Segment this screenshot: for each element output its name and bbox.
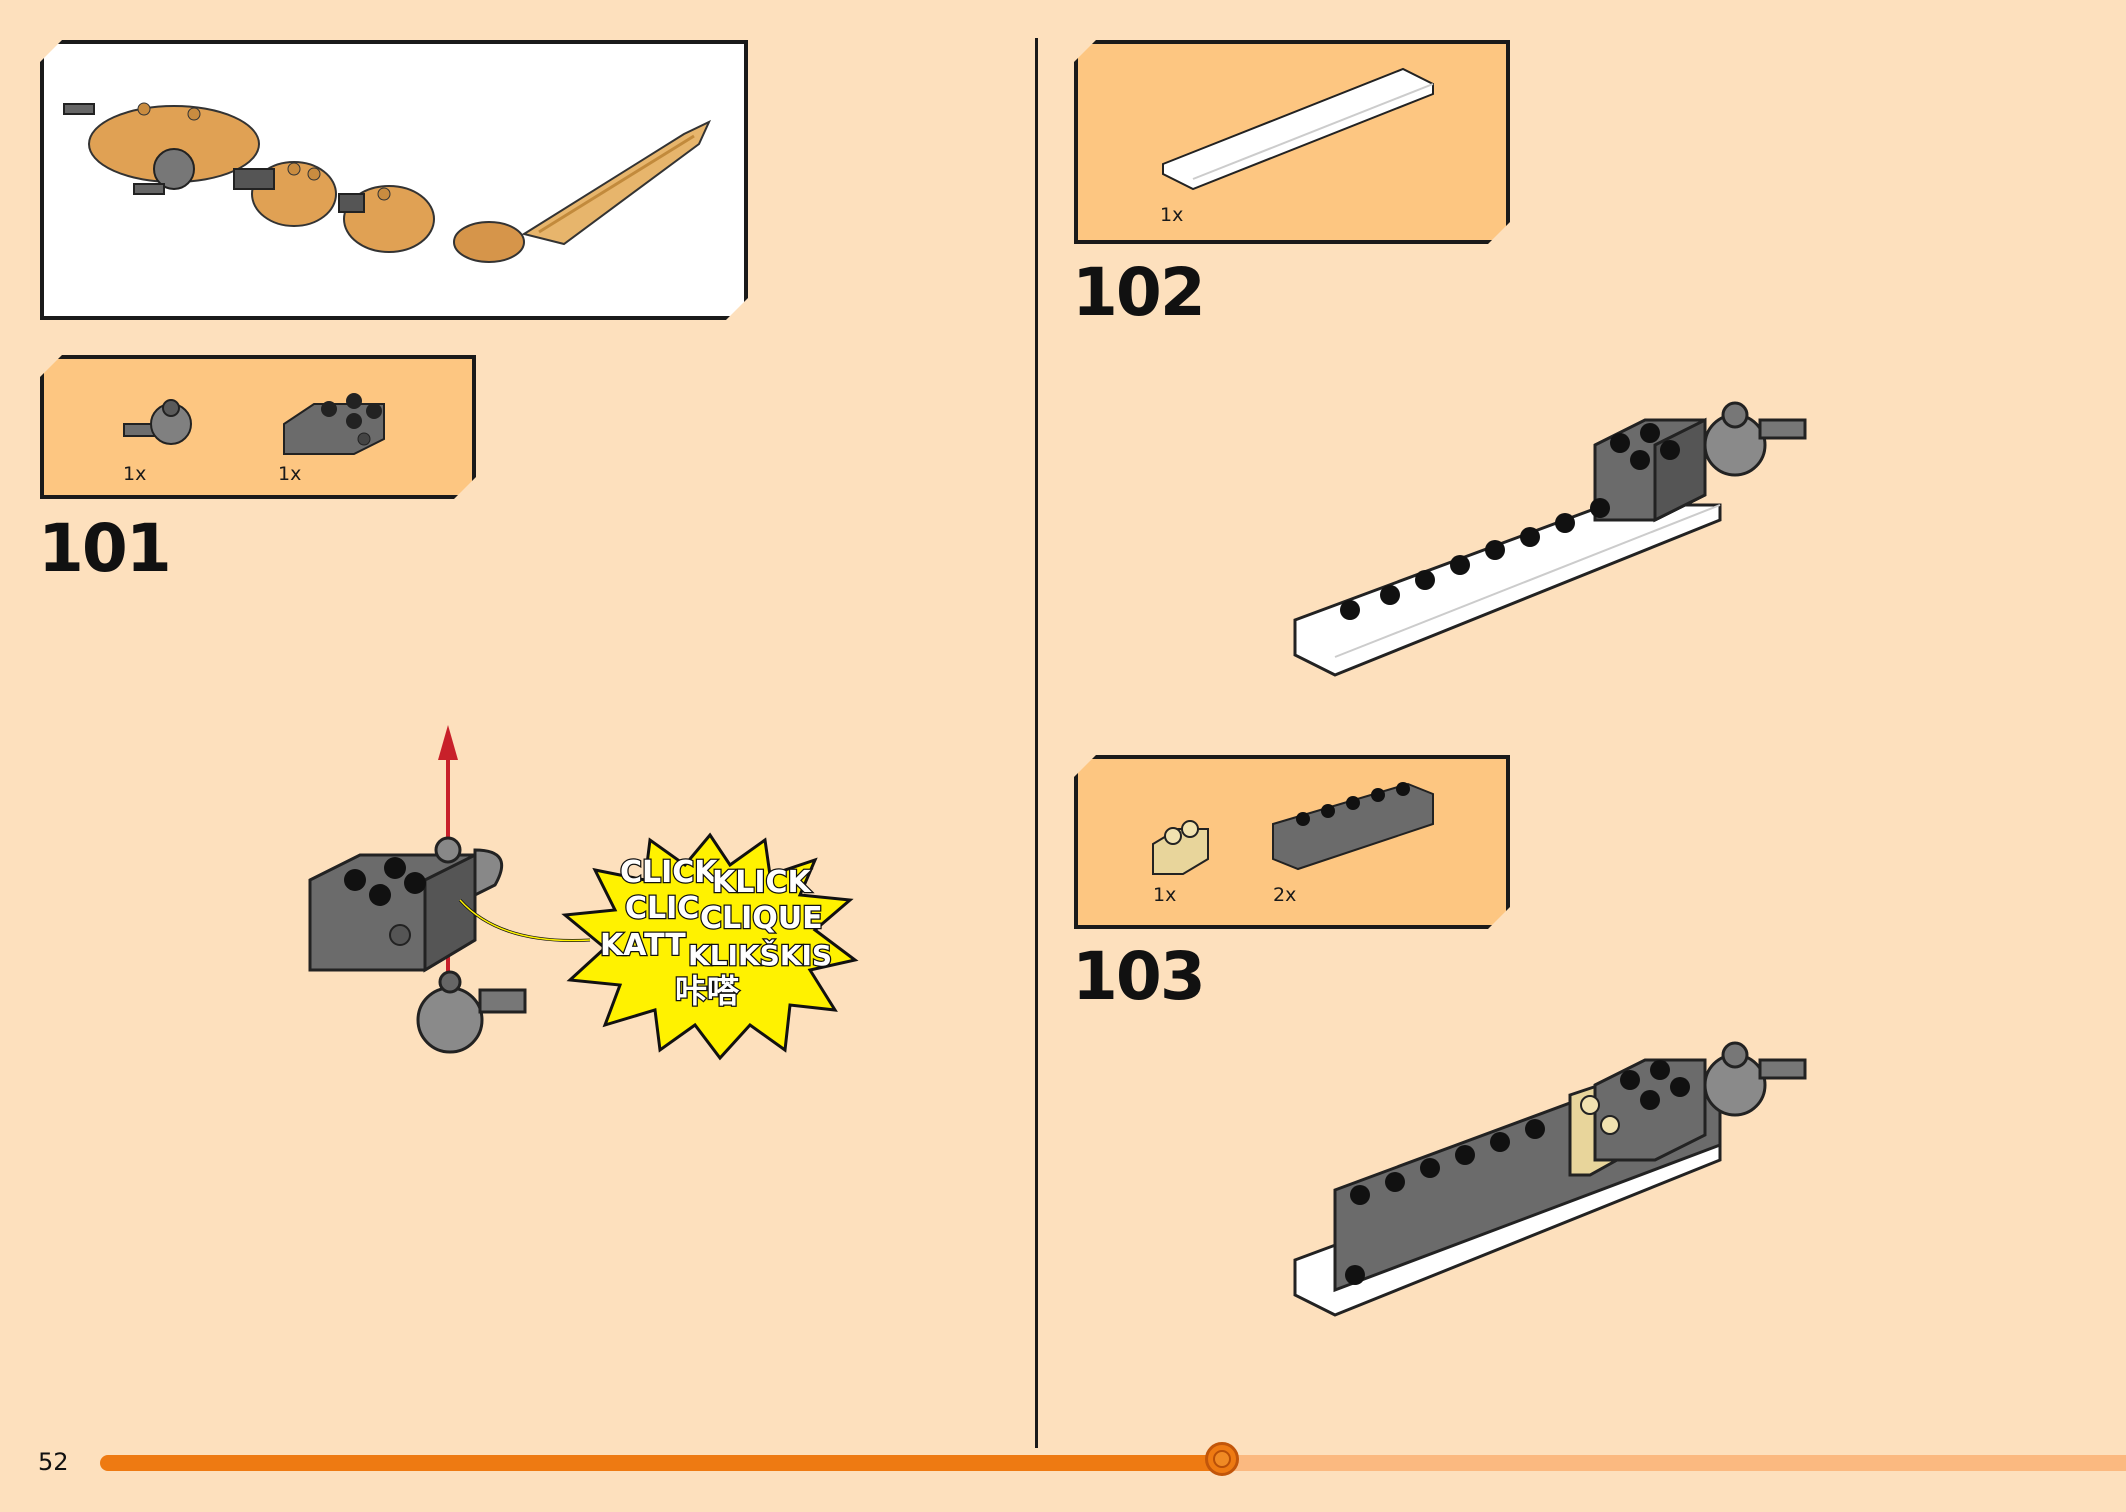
technic-brick-with-socket-icon — [274, 379, 394, 459]
progress-marker-inner — [1213, 1450, 1231, 1468]
burst-word: CLIQUE — [700, 901, 823, 936]
click-burst: CLICK KLICK CLIC CLIQUE KATT KLIKŠKIS 咔嗒 — [561, 832, 859, 1061]
step-number: 102 — [1072, 254, 1206, 331]
part-qty: 2x — [1273, 884, 1297, 906]
tan-round-brick-icon — [1148, 814, 1218, 879]
burst-word: KLIKŠKIS — [688, 938, 832, 972]
page-number: 52 — [38, 1448, 69, 1476]
ball-joint-connector-icon — [119, 394, 209, 454]
step-102-illustration — [1293, 401, 1807, 677]
step-101-illustration — [308, 725, 591, 1054]
parts-box-step-102: 1x — [1074, 40, 1510, 244]
burst-word: KLICK — [712, 865, 813, 900]
white-plate-2x10-icon — [1158, 64, 1438, 184]
burst-word: CLICK — [620, 855, 719, 890]
subassembly-callout — [40, 40, 748, 320]
golden-tail-assembly-illustration — [44, 44, 744, 316]
part-qty: 1x — [1153, 884, 1177, 906]
step-103-illustration — [1293, 1041, 1807, 1317]
burst-word: CLIC — [625, 891, 699, 926]
parts-box-step-101: 1x 1x — [40, 355, 476, 499]
progress-bar-remaining — [1224, 1455, 2126, 1471]
burst-word: KATT — [600, 928, 686, 963]
progress-bar-complete — [100, 1455, 1224, 1471]
technic-brick-1x6-icon — [1268, 779, 1438, 874]
parts-box-step-103: 1x 2x — [1074, 755, 1510, 929]
arrow-up-icon — [438, 725, 458, 760]
step-number: 101 — [38, 510, 172, 587]
burst-word: 咔嗒 — [675, 972, 740, 1010]
step-number: 103 — [1072, 938, 1206, 1015]
part-qty: 1x — [1160, 204, 1184, 226]
part-qty: 1x — [278, 463, 302, 485]
column-divider — [1035, 38, 1038, 1448]
part-qty: 1x — [123, 463, 147, 485]
